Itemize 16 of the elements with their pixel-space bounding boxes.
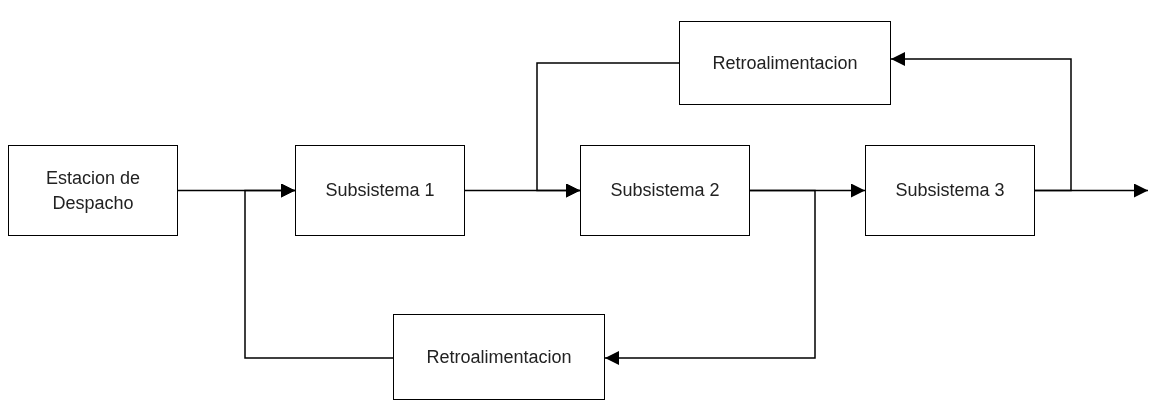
arrow	[536, 62, 680, 198]
box-label: Estacion de Despacho	[44, 167, 142, 215]
box-label: Subsistema 3	[894, 179, 1006, 203]
process-box	[679, 21, 891, 105]
box-label: Subsistema 2	[609, 179, 721, 203]
process-box	[393, 314, 605, 400]
process-box	[580, 145, 750, 236]
arrow	[244, 183, 394, 359]
process-box	[295, 145, 465, 236]
box-label: Subsistema 1	[324, 179, 436, 203]
arrow	[890, 52, 1072, 192]
arrow	[604, 189, 816, 365]
process-box	[865, 145, 1035, 236]
box-label: Retroalimentacion	[711, 51, 859, 75]
box-label: Retroalimentacion	[425, 345, 573, 369]
process-box	[8, 145, 178, 236]
